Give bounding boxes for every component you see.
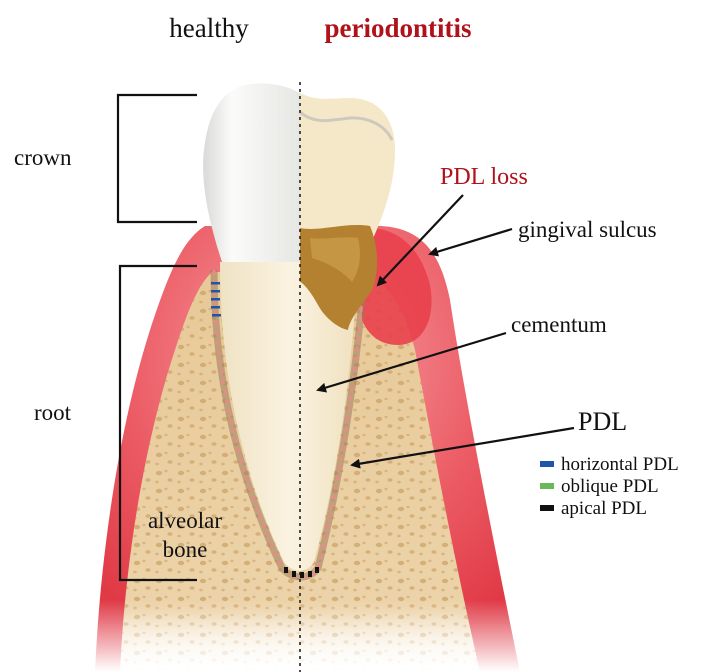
pdl-arrow <box>350 426 575 469</box>
bottom-fade <box>0 600 726 672</box>
gingival-sulcus-label: gingival sulcus <box>518 217 657 242</box>
legend-swatch-oblique <box>540 483 554 489</box>
legend-label-oblique: oblique PDL <box>561 476 659 497</box>
header-healthy: healthy <box>169 13 249 43</box>
root-label: root <box>34 400 72 425</box>
tooth-root <box>220 262 358 571</box>
legend: horizontal PDL oblique PDL apical PDL <box>540 454 679 519</box>
alveolar-bone-label-line1: alveolar <box>148 508 222 533</box>
pdl-loss-label: PDL loss <box>440 164 528 190</box>
plaque-highlight <box>310 237 360 282</box>
gingival-sulcus-arrow <box>428 227 513 257</box>
pdl-fibers <box>212 269 364 579</box>
legend-label-horizontal: horizontal PDL <box>561 454 679 475</box>
root-bracket <box>118 264 197 582</box>
pdl-label: PDL <box>578 407 627 436</box>
legend-label-apical: apical PDL <box>561 498 647 519</box>
apical-pdl-fibers <box>284 567 319 578</box>
header-periodontitis: periodontitis <box>324 13 471 43</box>
cementum-arrow <box>316 331 507 393</box>
horizontal-pdl-fibers <box>211 282 221 317</box>
alveolar-bone-label-line2: bone <box>163 537 208 562</box>
legend-swatch-apical <box>540 505 554 511</box>
cementum-label: cementum <box>511 312 607 337</box>
crown-healthy <box>203 83 300 263</box>
crown-diseased <box>300 93 395 262</box>
pdl-loss-arrow <box>376 194 464 287</box>
crown-cusp-shadow <box>299 110 394 141</box>
inflamed-gingiva <box>360 227 432 345</box>
crown-bracket <box>116 93 197 224</box>
crown-label: crown <box>14 145 72 170</box>
legend-swatch-horizontal <box>540 461 554 467</box>
